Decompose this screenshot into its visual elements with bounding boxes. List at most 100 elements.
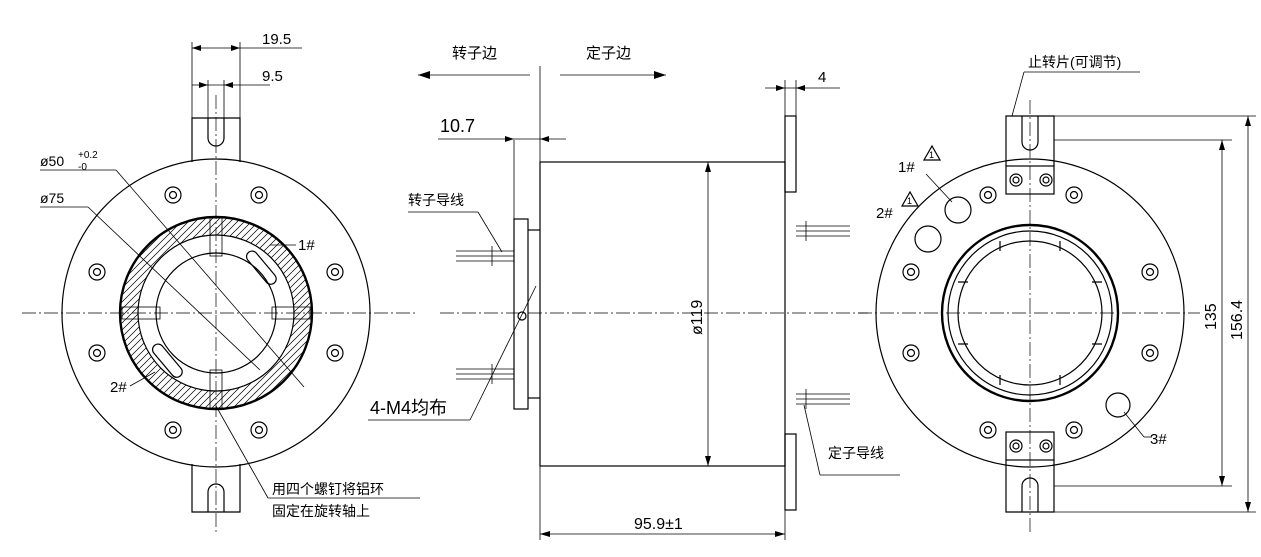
hatch-line	[233, 330, 311, 408]
ring-screw-slot-left	[121, 306, 161, 320]
mounting-note-line2: 固定在旋转轴上	[272, 503, 370, 519]
hatch-line	[250, 229, 265, 244]
hatch-line	[177, 386, 192, 401]
stator-side-label: 定子边	[586, 45, 631, 62]
hatch-line	[198, 390, 216, 408]
hatch-line	[187, 389, 203, 405]
hatch-line	[271, 245, 284, 258]
arc-slot-1	[245, 250, 277, 285]
hatch-line	[267, 241, 281, 255]
hatch-line	[148, 368, 161, 381]
hatch-line	[167, 382, 182, 397]
hatch-line	[155, 374, 169, 388]
hatch-line	[135, 352, 149, 366]
hatch-line	[274, 248, 288, 262]
marker-hole-2: 2#	[876, 205, 893, 222]
hatch-line	[123, 220, 190, 287]
hatch-line	[128, 337, 143, 352]
stator-wires	[796, 221, 850, 409]
rotor-side-label: 转子边	[452, 45, 497, 62]
hatch-line	[144, 364, 158, 378]
hatch-line	[182, 388, 197, 403]
hatch-line	[216, 218, 234, 236]
hatch-line	[172, 384, 187, 399]
hatch-line	[292, 308, 312, 328]
hatch-line	[204, 390, 223, 409]
left-bore	[155, 252, 277, 374]
left-aluminium-ring-inner	[137, 234, 295, 392]
hatch-line	[209, 217, 228, 236]
hatch-line	[292, 284, 308, 300]
dim-bore-tol-lower: -0	[78, 162, 87, 173]
hatch-line	[229, 221, 245, 237]
dim-slot-width-outer: 19.5	[262, 31, 291, 48]
warning-number-1: 1	[929, 150, 934, 160]
hatch-line	[141, 360, 155, 374]
hatch-line	[245, 227, 260, 242]
hatch-line	[268, 365, 297, 394]
right-view-stator-face: 1# 1 2# 1 3# 止转片(可调节) 135 15	[858, 54, 1256, 532]
wire-hole-1	[944, 196, 972, 224]
hatch-line	[293, 289, 310, 306]
dim-bore-diameter: ø50	[40, 153, 64, 169]
hatch-line	[138, 356, 152, 370]
left-bolt-holes	[88, 186, 344, 439]
hatch-line	[235, 223, 250, 238]
hatch-line	[201, 217, 221, 237]
dim-flange-offset: 10.7	[440, 116, 475, 136]
hatch-line	[130, 342, 145, 357]
warning-number-2: 1	[907, 196, 912, 206]
right-outer-flange	[875, 158, 1185, 468]
hatch-line	[124, 326, 140, 342]
hatch-line	[285, 264, 300, 279]
stator-wire-label: 定子导线	[828, 445, 884, 461]
hatch-line	[151, 371, 165, 385]
hatch-line	[287, 269, 302, 284]
right-bolt-holes	[902, 186, 1159, 439]
hatch-line	[163, 380, 177, 394]
dim-ring-diameter: ø75	[40, 190, 64, 206]
hatch-line	[283, 260, 297, 274]
dim-body-length: 95.9±1	[634, 516, 683, 533]
middle-view-side: 转子边 定子边 转子导线 定子导线	[368, 45, 900, 540]
hatch-line	[255, 232, 269, 246]
hatch-line	[121, 218, 199, 296]
hatch-line	[159, 377, 173, 391]
mounting-note-line1: 用四个螺钉将铝环	[272, 481, 384, 497]
hatch-line	[120, 298, 140, 318]
hatch-line	[180, 217, 207, 244]
marker-slot-2: 2#	[110, 379, 127, 396]
hatch-line	[120, 277, 147, 304]
ring-screw-slot-top	[209, 217, 223, 257]
hatch-line	[277, 252, 291, 266]
rotor-wires	[456, 246, 514, 384]
hatch-line	[240, 225, 255, 240]
hatch-line	[242, 339, 309, 406]
hatch-line	[132, 347, 147, 362]
arc-slot-2	[151, 343, 183, 378]
marker-hole-3: 3#	[1150, 431, 1167, 448]
hatch-line	[293, 301, 312, 320]
hatch-line	[120, 306, 139, 325]
hatch-line	[192, 390, 209, 407]
hatch-line	[211, 389, 231, 409]
stator-tab-bottom	[784, 433, 797, 511]
set-screw	[517, 311, 527, 321]
dim-hole-pitch: 135	[1203, 303, 1220, 330]
marker-hole-1: 1#	[898, 159, 915, 176]
anti-rotation-tab-label: 止转片(可调节)	[1028, 54, 1121, 70]
left-outer-flange	[61, 158, 371, 468]
wire-hole-3	[1105, 392, 1131, 418]
hatch-line	[126, 332, 141, 347]
left-bottom-tab	[191, 464, 241, 513]
dim-slot-width-inner: 9.5	[262, 68, 283, 85]
right-bore	[957, 240, 1103, 386]
left-top-tab	[191, 117, 241, 162]
left-view-rotor-face: 19.5 9.5 ø50 +0.2 -0 ø75 1# 2# 用四个螺钉将铝环 …	[22, 31, 420, 532]
rotor-wire-label: 转子导线	[408, 192, 464, 208]
hatch-line	[122, 320, 139, 337]
ring-screw-slot-right	[271, 306, 311, 320]
ring-screw-slot-bottom	[209, 369, 223, 409]
hatch-line	[280, 256, 294, 270]
